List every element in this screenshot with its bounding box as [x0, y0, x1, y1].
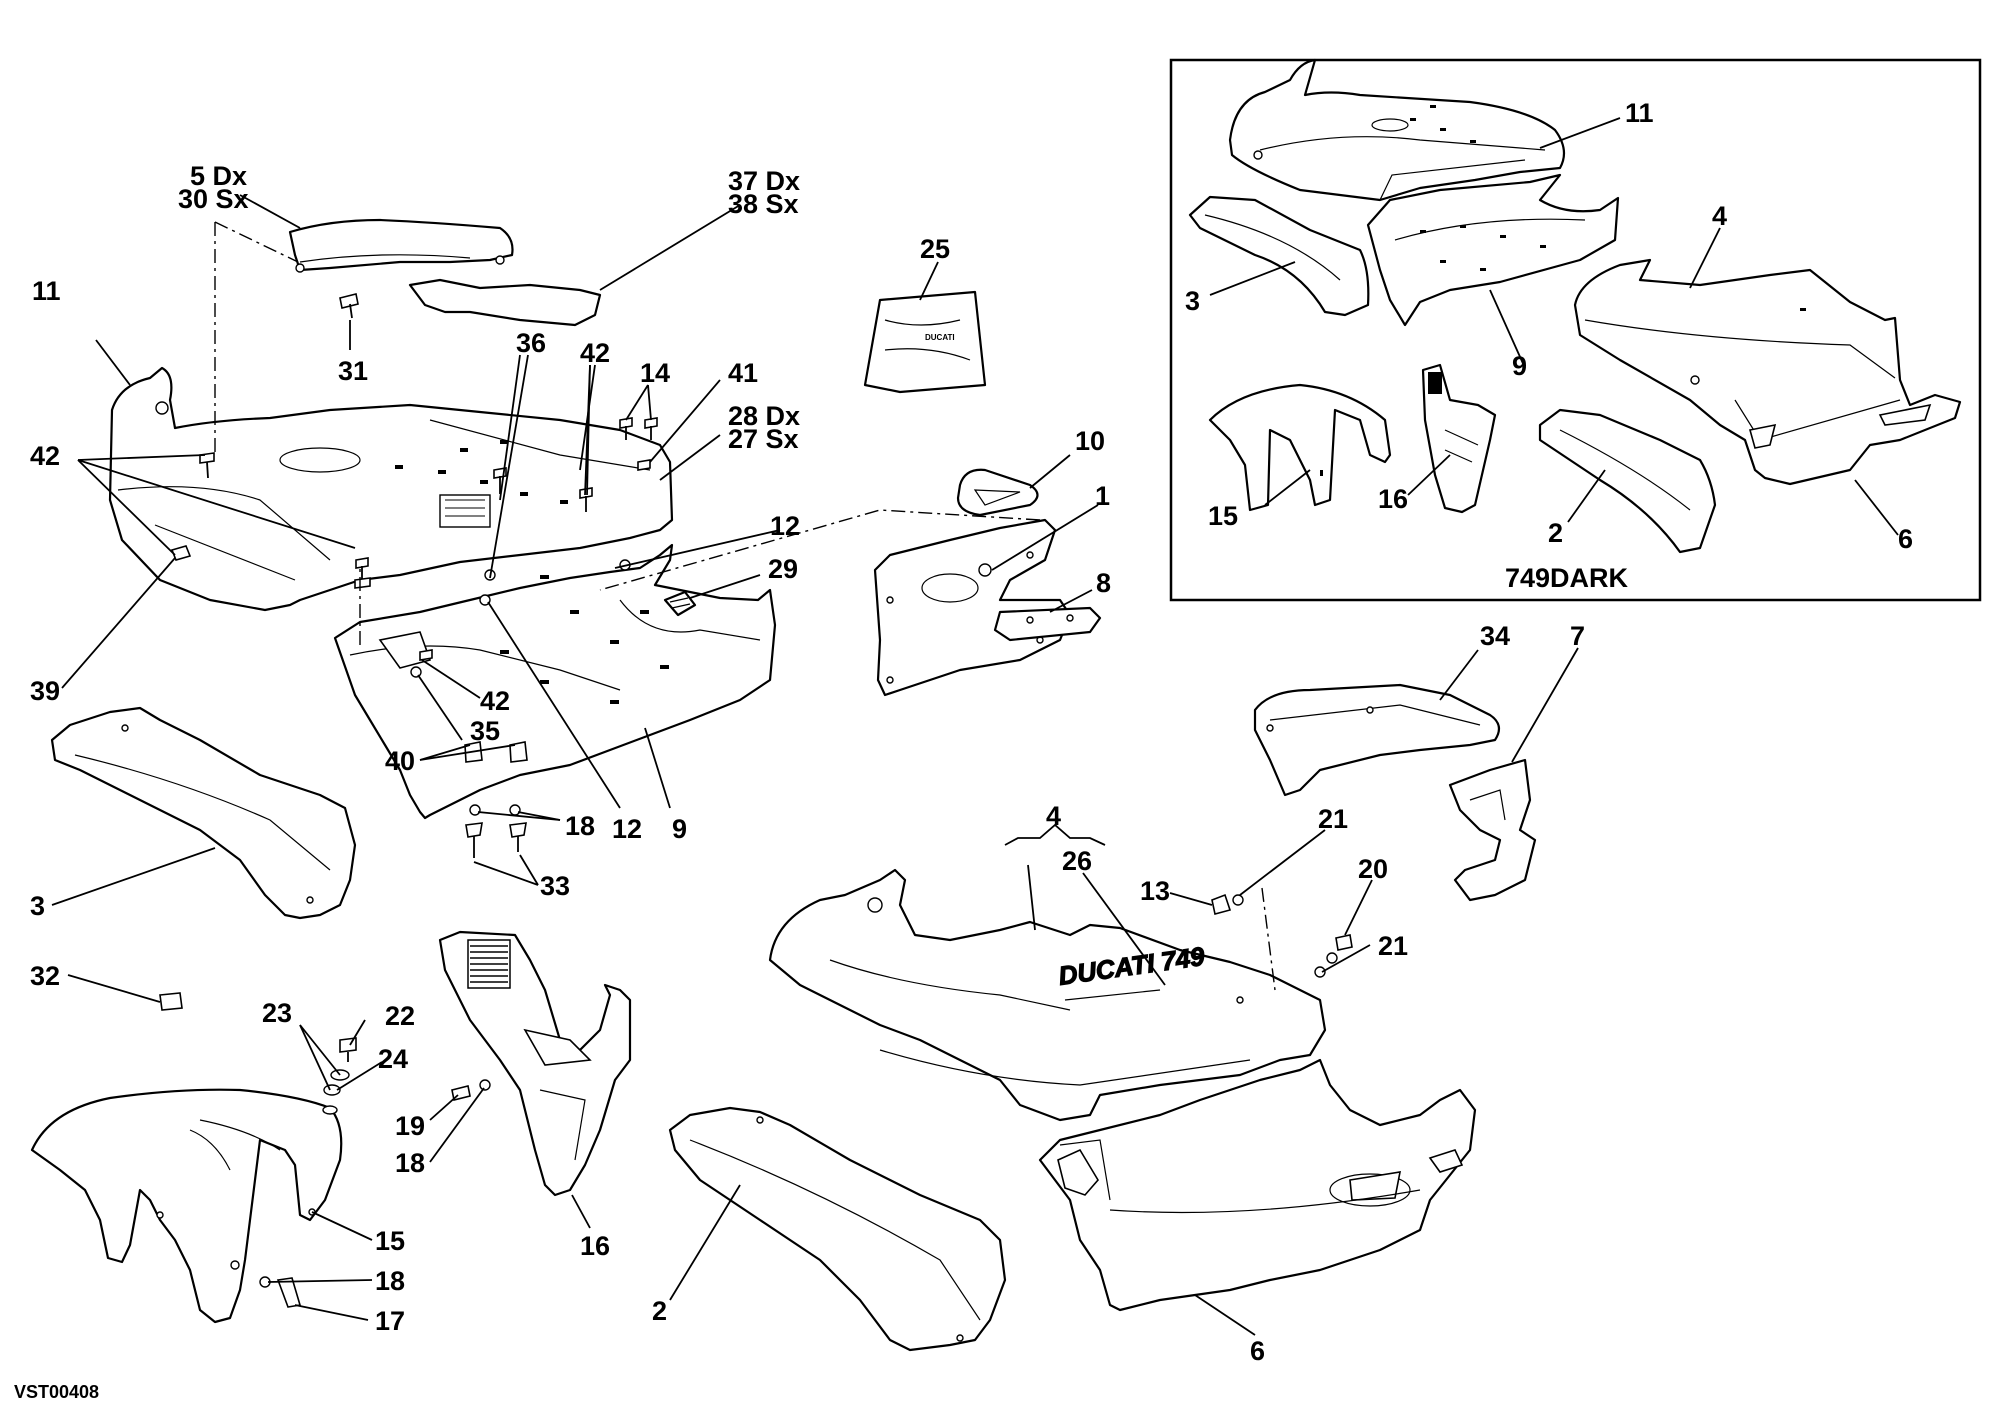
label-32: 32: [30, 961, 60, 991]
label-20: 20: [1358, 854, 1388, 884]
label-18-b: 18: [395, 1148, 425, 1178]
label-26: 26: [1062, 846, 1092, 876]
label-37dx: 37 Dx: [728, 166, 800, 196]
inset-part-3-side-panel: [1188, 195, 1370, 317]
svg-text:DUCATI: DUCATI: [925, 333, 955, 342]
inset-title: 749DARK: [1505, 563, 1629, 593]
part-2-side-panel: [668, 1106, 1007, 1352]
part-16-air-duct: [438, 930, 632, 1197]
label-7: 7: [1570, 621, 1585, 651]
label-5dx: 5 Dx: [190, 161, 247, 191]
part-34-cover: [1253, 683, 1501, 797]
label-16: 16: [580, 1231, 610, 1261]
label-42-left: 42: [30, 441, 60, 471]
label-12-bottom: 12: [612, 814, 642, 844]
label-1: 1: [1095, 481, 1110, 511]
fasteners: [159, 293, 1353, 1308]
label-18-a: 18: [565, 811, 595, 841]
inset-label-16: 16: [1378, 484, 1408, 514]
part-4-main-fairing: DUCATI 749: [768, 868, 1327, 1122]
part-29-grommet: [663, 590, 697, 617]
part-25-decal: DUCATI: [863, 290, 987, 394]
part-9-inner-fairing: [333, 543, 777, 820]
label-27sx: 27 Sx: [728, 424, 799, 454]
inset-label-6: 6: [1898, 524, 1913, 554]
label-14: 14: [640, 358, 670, 388]
label-35: 35: [470, 716, 500, 746]
label-36: 36: [516, 328, 546, 358]
inset-part-16-duct: [1421, 363, 1497, 514]
part-7-panel: [1448, 758, 1537, 902]
label-10: 10: [1075, 426, 1105, 456]
part-10-bracket: [956, 468, 1039, 517]
label-21-top: 21: [1318, 804, 1348, 834]
part-3-side-panel: [50, 706, 357, 920]
label-39: 39: [30, 676, 60, 706]
alignment-lines: [214, 221, 1276, 991]
label-21-bottom: 21: [1378, 931, 1408, 961]
label-38sx: 38 Sx: [728, 189, 799, 219]
label-12-top: 12: [770, 511, 800, 541]
label-41: 41: [728, 358, 758, 388]
label-3: 3: [30, 891, 45, 921]
part-11-upper-fairing: [108, 366, 674, 612]
inset-label-4: 4: [1712, 201, 1727, 231]
label-28dx: 28 Dx: [728, 401, 800, 431]
label-42-mid: 42: [480, 686, 510, 716]
inset-label-3: 3: [1185, 286, 1200, 316]
label-13: 13: [1140, 876, 1170, 906]
callout-labels: 5 Dx 30 Sx 37 Dx 38 Sx 31 25 11 36 42 14…: [30, 98, 1913, 1366]
label-2: 2: [652, 1296, 667, 1326]
label-9: 9: [672, 814, 687, 844]
label-19: 19: [395, 1111, 425, 1141]
label-8: 8: [1096, 568, 1111, 598]
inset-label-15: 15: [1208, 501, 1238, 531]
inset-part-9-inner-fairing: [1366, 173, 1620, 327]
leader-lines: [51, 117, 1899, 1336]
label-6: 6: [1250, 1336, 1265, 1366]
label-11: 11: [32, 276, 61, 306]
inset-part-2-side-panel: [1538, 408, 1717, 554]
inset-label-2: 2: [1548, 518, 1563, 548]
label-22: 22: [385, 1001, 415, 1031]
part-6-belly-pan: [1038, 1058, 1477, 1312]
label-25: 25: [920, 234, 950, 264]
label-29: 29: [768, 554, 798, 584]
label-31: 31: [338, 356, 368, 386]
label-18-c: 18: [375, 1266, 405, 1296]
label-30sx: 30 Sx: [178, 184, 249, 214]
part-8-strip: [993, 606, 1102, 642]
label-4: 4: [1046, 801, 1061, 831]
label-17: 17: [375, 1306, 405, 1336]
label-34: 34: [1480, 621, 1510, 651]
inset-frame: [1169, 58, 1982, 602]
inset-label-11: 11: [1625, 98, 1654, 128]
part-1-inner-panel: [873, 518, 1072, 697]
part-37-38-trim: [408, 278, 602, 327]
label-42-top: 42: [580, 338, 610, 368]
label-33: 33: [540, 871, 570, 901]
drawing-code: VST00408: [14, 1382, 99, 1402]
label-15: 15: [375, 1226, 405, 1256]
part-5-30-cover: [288, 218, 514, 273]
inset-label-9: 9: [1512, 351, 1527, 381]
inset-part-4-6-lower-fairing: [1573, 258, 1962, 486]
inset-part-15-mudguard: [1208, 383, 1392, 512]
label-40: 40: [385, 746, 415, 776]
inset-part-11-upper-fairing: [1228, 58, 1566, 202]
label-23: 23: [262, 998, 292, 1028]
label-24: 24: [378, 1044, 408, 1074]
